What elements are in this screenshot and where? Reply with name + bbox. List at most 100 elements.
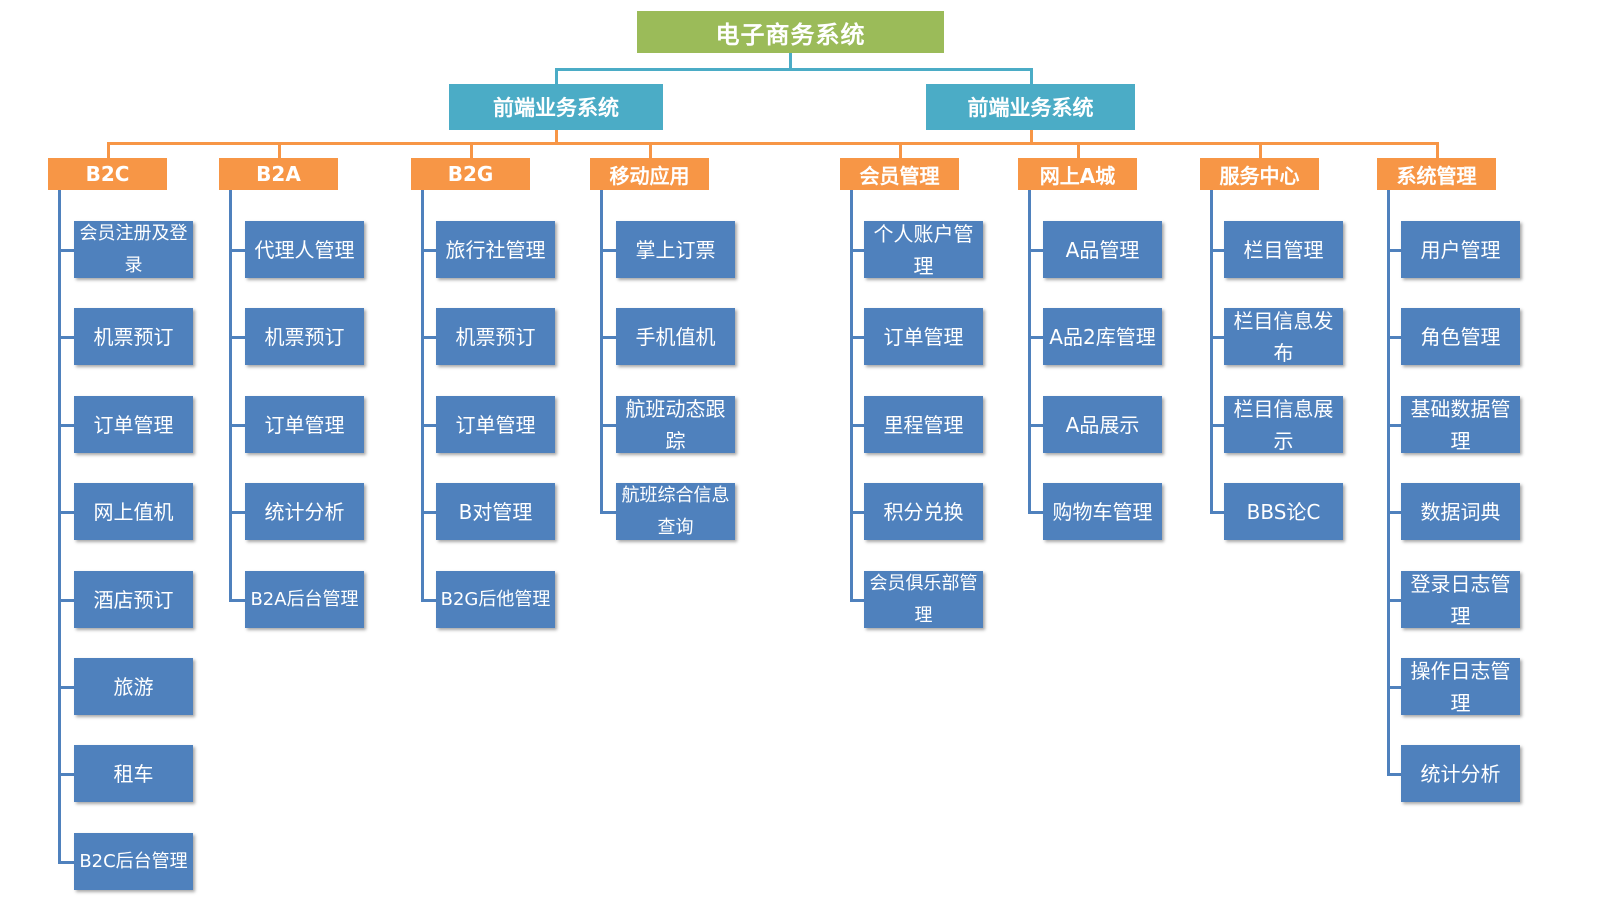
connector-category-drop	[1259, 142, 1262, 158]
leaf-node: 栏目信息发布	[1224, 308, 1343, 365]
connector-branch	[421, 511, 436, 514]
connector-branch	[850, 249, 864, 252]
category-node: B2A	[219, 158, 338, 190]
leaf-node: A品管理	[1043, 221, 1162, 278]
category-node: 移动应用	[590, 158, 709, 190]
connector-branch	[58, 424, 74, 427]
level1-node: 前端业务系统	[926, 84, 1135, 130]
leaf-node: 网上值机	[74, 483, 193, 540]
connector-trunk	[421, 190, 424, 601]
connector-branch	[229, 424, 245, 427]
connector-category-drop	[1436, 142, 1439, 158]
leaf-node: 会员俱乐部管理	[864, 571, 983, 628]
connector-branch	[58, 599, 74, 602]
leaf-node: 旅行社管理	[436, 221, 555, 278]
leaf-node: 购物车管理	[1043, 483, 1162, 540]
category-node: 网上A城	[1018, 158, 1137, 190]
leaf-node: 机票预订	[74, 308, 193, 365]
connector-trunk	[1028, 190, 1031, 514]
connector-branch	[58, 861, 74, 864]
category-node: 系统管理	[1377, 158, 1496, 190]
connector-category-drop	[899, 142, 902, 158]
connector-branch	[1210, 336, 1224, 339]
connector-level1	[555, 68, 558, 84]
connector-branch	[1210, 249, 1224, 252]
connector-branch	[850, 599, 864, 602]
connector-category-drop	[107, 142, 110, 158]
connector-branch	[58, 511, 74, 514]
category-node: B2C	[48, 158, 167, 190]
leaf-node: 租车	[74, 745, 193, 802]
leaf-node: 统计分析	[1401, 745, 1520, 802]
connector-level1	[1030, 68, 1033, 84]
category-node: B2G	[411, 158, 530, 190]
connector-trunk	[58, 190, 61, 863]
connector-branch	[600, 511, 616, 514]
leaf-node: A品2库管理	[1043, 308, 1162, 365]
leaf-node: B2C后台管理	[74, 833, 193, 890]
connector-branch	[421, 336, 436, 339]
connector-category-drop	[649, 142, 652, 158]
connector-branch	[421, 424, 436, 427]
connector-branch	[229, 511, 245, 514]
leaf-node: 统计分析	[245, 483, 364, 540]
connector-trunk	[600, 190, 603, 514]
connector-category-bus	[107, 142, 1439, 145]
leaf-node: 机票预订	[436, 308, 555, 365]
connector-branch	[1387, 773, 1401, 776]
connector-branch	[1387, 249, 1401, 252]
connector-category-drop	[1077, 142, 1080, 158]
connector-branch	[229, 336, 245, 339]
leaf-node: 旅游	[74, 658, 193, 715]
connector-branch	[600, 336, 616, 339]
connector-branch	[58, 686, 74, 689]
leaf-node: 手机值机	[616, 308, 735, 365]
connector-branch	[600, 424, 616, 427]
leaf-node: 数据词典	[1401, 483, 1520, 540]
leaf-node: B2A后台管理	[245, 571, 364, 628]
connector-root	[789, 53, 792, 68]
leaf-node: 航班综合信息查询	[616, 483, 735, 540]
root-node: 电子商务系统	[637, 11, 944, 53]
connector-branch	[1210, 424, 1224, 427]
connector-trunk	[1387, 190, 1390, 776]
level1-node: 前端业务系统	[449, 84, 663, 130]
leaf-node: 里程管理	[864, 396, 983, 453]
connector-branch	[229, 599, 245, 602]
leaf-node: 操作日志管理	[1401, 658, 1520, 715]
leaf-node: 订单管理	[436, 396, 555, 453]
leaf-node: 用户管理	[1401, 221, 1520, 278]
leaf-node: 角色管理	[1401, 308, 1520, 365]
connector-branch	[1387, 511, 1401, 514]
connector-branch	[1028, 336, 1043, 339]
connector-branch	[850, 336, 864, 339]
connector-branch	[1028, 511, 1043, 514]
leaf-node: 基础数据管理	[1401, 396, 1520, 453]
leaf-node: 栏目信息展示	[1224, 396, 1343, 453]
leaf-node: 登录日志管理	[1401, 571, 1520, 628]
connector-branch	[1387, 686, 1401, 689]
leaf-node: 订单管理	[245, 396, 364, 453]
connector-branch	[1387, 599, 1401, 602]
leaf-node: 机票预订	[245, 308, 364, 365]
connector-branch	[58, 773, 74, 776]
leaf-node: 栏目管理	[1224, 221, 1343, 278]
leaf-node: BBS论C	[1224, 483, 1343, 540]
leaf-node: 订单管理	[74, 396, 193, 453]
leaf-node: 积分兑换	[864, 483, 983, 540]
leaf-node: B对管理	[436, 483, 555, 540]
leaf-node: 会员注册及登录	[74, 221, 193, 278]
connector-branch	[58, 249, 74, 252]
leaf-node: 代理人管理	[245, 221, 364, 278]
connector-branch	[421, 249, 436, 252]
connector-branch	[1387, 424, 1401, 427]
leaf-node: B2G后他管理	[436, 571, 555, 628]
connector-trunk	[229, 190, 232, 601]
connector-branch	[1028, 249, 1043, 252]
category-node: 服务中心	[1200, 158, 1319, 190]
connector-trunk	[1210, 190, 1213, 514]
connector-level1-bus	[555, 68, 1033, 71]
leaf-node: 酒店预订	[74, 571, 193, 628]
connector-branch	[1210, 511, 1224, 514]
connector-branch	[421, 599, 436, 602]
